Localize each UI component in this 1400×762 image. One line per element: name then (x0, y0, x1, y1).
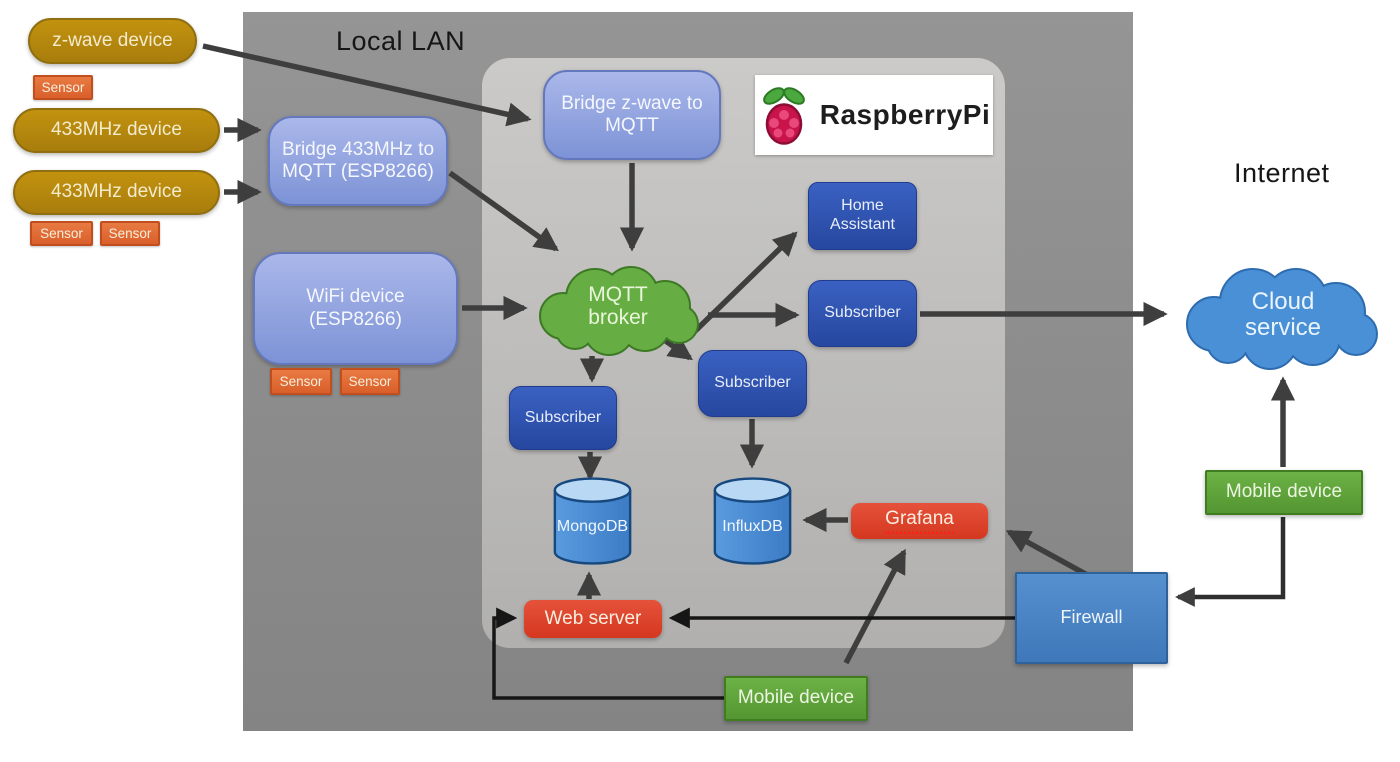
firewall-node: Firewall (1015, 572, 1168, 664)
sensor-label: Sensor (108, 225, 152, 241)
433mhz-device-1-label: 433MHz device (51, 119, 182, 141)
mongodb-node: MongoDB (551, 474, 634, 568)
influxdb-node: InfluxDB (711, 474, 794, 568)
bridge-433-node: Bridge 433MHz to MQTT (ESP8266) (268, 116, 448, 206)
sensor-badge: Sensor (340, 368, 400, 395)
sensor-badge: Sensor (33, 75, 93, 100)
mqtt-broker-label: MQTT broker (588, 282, 648, 329)
sensor-badge: Sensor (100, 221, 160, 246)
subscriber-left-node: Subscriber (509, 386, 617, 450)
zwave-device-label: z-wave device (52, 29, 173, 51)
cloud-service-label: Cloud service (1244, 287, 1322, 341)
wifi-device-node: WiFi device (ESP8266) (253, 252, 458, 365)
influxdb-label: InfluxDB (722, 518, 783, 535)
grafana-node: Grafana (851, 503, 988, 539)
mongodb-label: MongoDB (556, 518, 629, 535)
home-assistant-node: Home Assistant (808, 182, 917, 250)
sensor-label: Sensor (40, 225, 83, 241)
local-lan-label: Local LAN (336, 26, 466, 56)
mobile-device-right-node: Mobile device (1205, 470, 1363, 515)
firewall-label: Firewall (1060, 607, 1123, 628)
bridge-zwave-node: Bridge z-wave to MQTT (543, 70, 721, 160)
raspberry-pi-logo: RaspberryPi (755, 75, 993, 155)
database-cylinder-icon (713, 477, 792, 565)
cloud-service-node: Cloud service (1178, 260, 1388, 370)
mobile-device-label: Mobile device (737, 687, 855, 709)
433mhz-device-2-node: 433MHz device (13, 170, 220, 215)
wifi-device-label: WiFi device (ESP8266) (306, 286, 405, 330)
cloud-shape-icon (539, 266, 699, 356)
sensor-badge: Sensor (270, 368, 332, 395)
cloud-shape-icon (1186, 268, 1378, 370)
subscriber-label: Subscriber (824, 304, 901, 322)
web-server-node: Web server (524, 600, 662, 638)
mobile-device-bottom-node: Mobile device (724, 676, 868, 721)
mobile-device-label: Mobile device (1225, 481, 1343, 503)
bridge-433-label: Bridge 433MHz to MQTT (ESP8266) (281, 138, 435, 182)
line-mobileright-to-firewall (1175, 517, 1286, 607)
raspberry-icon (762, 87, 805, 145)
433mhz-device-2-label: 433MHz device (51, 181, 182, 203)
home-assistant-label: Home Assistant (830, 197, 895, 233)
mqtt-broker-node: MQTT broker (533, 258, 703, 356)
subscriber-label: Subscriber (524, 408, 602, 426)
sensor-label: Sensor (348, 373, 392, 389)
bridge-zwave-label: Bridge z-wave to MQTT (561, 92, 703, 136)
sensor-label: Sensor (41, 79, 85, 95)
sensor-label: Sensor (279, 373, 323, 389)
zwave-device-node: z-wave device (28, 18, 197, 64)
subscriber-middle-node: Subscriber (698, 350, 807, 417)
internet-label: Internet (1234, 158, 1330, 188)
subscriber-right-node: Subscriber (808, 280, 917, 347)
grafana-label: Grafana (885, 508, 954, 534)
raspberry-pi-wordmark: RaspberryPi (819, 99, 991, 130)
subscriber-label: Subscriber (714, 374, 791, 392)
database-cylinder-icon (553, 477, 632, 565)
sensor-badge: Sensor (30, 221, 93, 246)
web-server-label: Web server (544, 607, 642, 629)
433mhz-device-1-node: 433MHz device (13, 108, 220, 153)
